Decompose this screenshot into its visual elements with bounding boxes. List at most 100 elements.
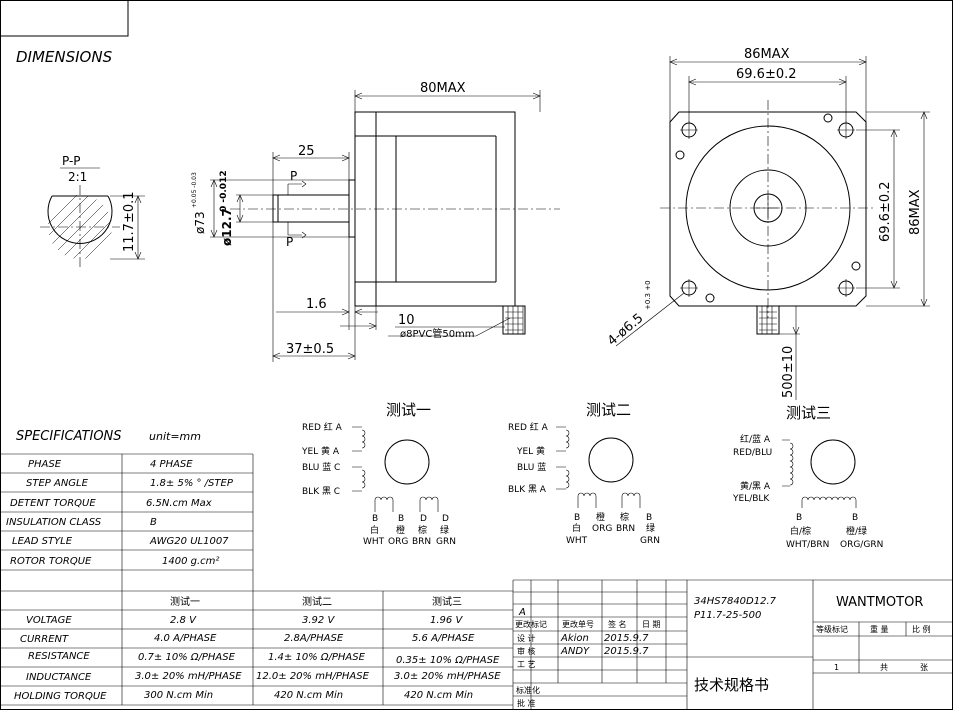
side-86-dim: 86MAX	[908, 189, 923, 235]
svg-text:420 N.cm Min: 420 N.cm Min	[404, 690, 473, 701]
svg-text:白: 白	[370, 524, 379, 536]
svg-text:BLK 黑 A: BLK 黑 A	[508, 484, 547, 495]
svg-text:1.96 V: 1.96 V	[430, 615, 463, 626]
top-corner-box	[0, 0, 129, 37]
specs-grid	[0, 453, 513, 706]
dia127-dim: ø12.7	[220, 208, 234, 246]
svg-text:绿: 绿	[646, 522, 655, 534]
svg-text:RED 红 A: RED 红 A	[302, 421, 343, 433]
title-block: A 更改标记 更改单号 签 名 日 期 设 计 审 核 工 艺 标准化 批 准 …	[512, 579, 953, 710]
svg-text:共: 共	[880, 663, 888, 672]
dia73-dim: ø73	[193, 211, 207, 234]
front-view: 86MAX 69.6±0.2 69.6±0.2 86MAX 4-ø6.5 +0.…	[605, 47, 930, 400]
dia127-tol: 0 -0.012	[219, 170, 229, 212]
svg-text:白: 白	[572, 522, 581, 534]
svg-text:工 艺: 工 艺	[517, 660, 536, 669]
svg-text:5.6 A/PHASE: 5.6 A/PHASE	[412, 633, 475, 644]
svg-text:300 N.cm Min: 300 N.cm Min	[144, 690, 213, 701]
svg-text:黄/黑 A: 黄/黑 A	[740, 480, 771, 492]
svg-text:YEL 黄: YEL 黄	[516, 445, 545, 457]
svg-text:橙: 橙	[596, 511, 605, 523]
svg-text:12.0± 20% mH/PHASE: 12.0± 20% mH/PHASE	[256, 671, 370, 682]
svg-text:3.92 V: 3.92 V	[302, 615, 335, 626]
svg-text:ORG: ORG	[592, 524, 612, 534]
svg-text:GRN: GRN	[640, 536, 660, 546]
svg-text:B: B	[150, 517, 157, 528]
svg-text:更改单号: 更改单号	[562, 619, 594, 629]
svg-text:STEP ANGLE: STEP ANGLE	[26, 478, 89, 489]
svg-text:ORG/GRN: ORG/GRN	[840, 540, 883, 550]
lead-dim: 500±10	[781, 346, 796, 398]
svg-text:D: D	[442, 514, 449, 524]
svg-text:1.8± 5% ° /STEP: 1.8± 5% ° /STEP	[150, 478, 234, 489]
holes-tol: +0.3 +0	[644, 280, 652, 310]
svg-text:审 核: 审 核	[517, 646, 536, 656]
svg-text:批 准: 批 准	[517, 698, 536, 708]
svg-text:橙: 橙	[396, 524, 405, 536]
svg-text:B: B	[646, 513, 652, 523]
svg-text:标准化: 标准化	[516, 685, 540, 695]
svg-text:绿: 绿	[440, 524, 449, 536]
holes-dim: 4-ø6.5	[605, 311, 647, 349]
svg-text:3.0± 20% mH/PHASE: 3.0± 20% mH/PHASE	[394, 671, 501, 682]
svg-text:白/棕: 白/棕	[790, 525, 811, 537]
svg-text:BLU 蓝: BLU 蓝	[517, 461, 546, 473]
model-number: 34HS7840D12.7	[694, 596, 777, 607]
svg-text:RESISTANCE: RESISTANCE	[28, 651, 90, 662]
body-length-dim: 80MAX	[420, 81, 466, 96]
side-view: 80MAX 25 P P ø73 +0.05 -0.03 ø12.7 0 -0.…	[191, 81, 560, 362]
svg-text:2.8A/PHASE: 2.8A/PHASE	[284, 633, 344, 644]
part-code: P11.7-25-500	[694, 610, 761, 621]
company-name: WANTMOTOR	[836, 595, 923, 610]
svg-text:4 PHASE: 4 PHASE	[150, 459, 193, 470]
svg-text:2015.9.7: 2015.9.7	[604, 633, 649, 644]
svg-text:A: A	[518, 607, 526, 618]
test1-title: 测试一	[386, 401, 431, 419]
svg-text:B: B	[796, 513, 802, 523]
flange-dim: 1.6	[306, 297, 327, 312]
svg-text:比 例: 比 例	[912, 624, 931, 634]
dia73-tol: +0.05 -0.03	[191, 172, 198, 208]
section-label: P-P	[62, 154, 81, 168]
flat-dim: 11.7±0.1	[122, 191, 137, 252]
section-view: P-P 2:1 11.7±0.1	[40, 154, 145, 270]
svg-text:CURRENT: CURRENT	[20, 634, 69, 645]
svg-text:AWG20 UL1007: AWG20 UL1007	[149, 536, 229, 547]
svg-text:0.7± 10% Ω/PHASE: 0.7± 10% Ω/PHASE	[138, 652, 236, 663]
svg-text:测试一: 测试一	[170, 595, 200, 608]
specifications: SPECIFICATIONS unit=mm PHASE 4 PHASE STE…	[0, 429, 513, 706]
top-696-dim: 69.6±0.2	[736, 67, 797, 82]
shaft-length-dim: 25	[298, 144, 315, 159]
svg-text:PHASE: PHASE	[28, 459, 62, 470]
svg-text:3.0± 20% mH/PHASE: 3.0± 20% mH/PHASE	[135, 671, 242, 682]
svg-text:WHT: WHT	[363, 537, 385, 547]
svg-text:Akion: Akion	[560, 633, 589, 644]
svg-text:420 N.cm Min: 420 N.cm Min	[274, 690, 343, 701]
svg-text:2.8 V: 2.8 V	[170, 615, 197, 626]
p-mark-top: P	[290, 169, 297, 183]
svg-text:设 计: 设 计	[517, 633, 536, 643]
dimensions-title: DIMENSIONS	[16, 48, 113, 66]
svg-text:日 期: 日 期	[642, 620, 661, 629]
svg-text:RED 红 A: RED 红 A	[508, 421, 549, 433]
svg-text:GRN: GRN	[436, 537, 456, 547]
svg-text:0.35± 10% Ω/PHASE: 0.35± 10% Ω/PHASE	[396, 655, 500, 666]
boss-dim: 10	[398, 313, 415, 328]
svg-text:测试三: 测试三	[432, 595, 462, 608]
svg-text:BRN: BRN	[412, 537, 431, 547]
svg-text:橙/绿: 橙/绿	[846, 525, 867, 537]
svg-text:LEAD STYLE: LEAD STYLE	[12, 536, 73, 547]
svg-text:DETENT TORQUE: DETENT TORQUE	[10, 498, 96, 509]
svg-text:等级标记: 等级标记	[816, 624, 848, 634]
test3-title: 测试三	[786, 404, 831, 422]
wiring-test2: 测试二 RED 红 A YEL 黄 BLU 蓝 BLK 黑 A B B 白 橙 …	[508, 401, 660, 546]
specs-unit: unit=mm	[149, 430, 201, 443]
svg-text:ANDY: ANDY	[560, 646, 590, 657]
p-mark-bottom: P	[286, 235, 293, 249]
svg-text:BLK 黑 C: BLK 黑 C	[302, 486, 340, 497]
doc-title: 技术规格书	[694, 676, 769, 694]
pvc-note: ø8PVC管50mm	[400, 327, 475, 340]
top-86-dim: 86MAX	[744, 47, 790, 62]
wiring-test1: 测试一 RED 红 A YEL 黄 A BLU 蓝 C BLK 黑 C B B …	[301, 401, 456, 547]
svg-text:RED/BLU: RED/BLU	[733, 448, 772, 458]
